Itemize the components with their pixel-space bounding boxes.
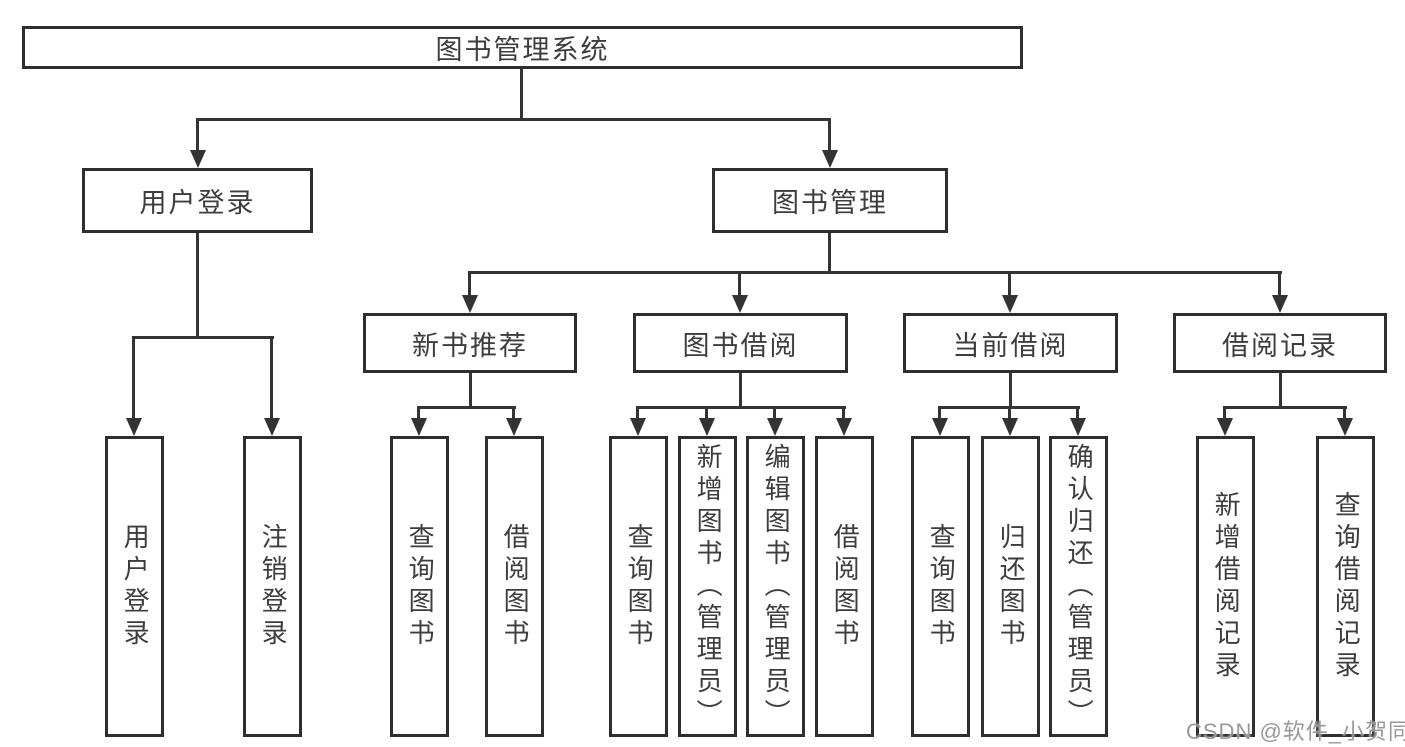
leaf-bb-query-books: 查询图书 bbox=[609, 436, 668, 737]
csdn-watermark: CSDN @软件_小贺同学 bbox=[1186, 719, 1405, 744]
leaf-bb-add-books-admin-label: 新增图书（管理员） bbox=[693, 442, 724, 731]
leaf-br-add-record: 新增借阅记录 bbox=[1196, 436, 1255, 737]
leaf-user-login: 用户登录 bbox=[105, 436, 164, 737]
arrow-down-icon bbox=[1337, 406, 1353, 436]
node-user-login-label: 用户登录 bbox=[139, 188, 256, 218]
arrow-down-icon bbox=[1272, 271, 1288, 313]
connector-bookborrow-stem bbox=[739, 373, 742, 409]
node-current-borrow: 当前借阅 bbox=[903, 313, 1118, 373]
node-root: 图书管理系统 bbox=[22, 26, 1023, 69]
leaf-bb-borrow-books-label: 借阅图书 bbox=[830, 522, 861, 651]
leaf-bb-add-books-admin: 新增图书（管理员） bbox=[678, 436, 737, 737]
node-borrow-records-label: 借阅记录 bbox=[1222, 330, 1338, 361]
node-user-login: 用户登录 bbox=[82, 168, 313, 233]
arrow-down-icon bbox=[836, 406, 852, 436]
leaf-cb-confirm-return-admin: 确认归还（管理员） bbox=[1049, 436, 1108, 737]
connector-newbook-bar bbox=[417, 406, 516, 409]
leaf-bb-borrow-books: 借阅图书 bbox=[815, 436, 874, 737]
leaf-cb-return-books: 归还图书 bbox=[981, 436, 1040, 737]
leaf-user-login-label: 用户登录 bbox=[120, 522, 151, 651]
leaf-nb-borrow-books: 借阅图书 bbox=[485, 436, 544, 737]
leaf-cb-confirm-return-admin-label: 确认归还（管理员） bbox=[1064, 442, 1095, 731]
node-book-borrow: 图书借阅 bbox=[633, 313, 848, 373]
arrow-down-icon bbox=[1002, 406, 1018, 436]
leaf-cb-return-books-label: 归还图书 bbox=[996, 522, 1027, 651]
node-current-borrow-label: 当前借阅 bbox=[952, 330, 1069, 361]
node-borrow-records: 借阅记录 bbox=[1173, 313, 1387, 373]
leaf-nb-query-books-label: 查询图书 bbox=[405, 522, 436, 651]
connector-login-bar bbox=[133, 336, 274, 339]
arrow-down-icon bbox=[1217, 406, 1233, 436]
leaf-br-query-record-label: 查询借阅记录 bbox=[1331, 490, 1362, 683]
arrow-down-icon bbox=[932, 406, 948, 436]
leaf-logout: 注销登录 bbox=[243, 436, 302, 737]
leaf-br-add-record-label: 新增借阅记录 bbox=[1211, 490, 1242, 683]
connector-root-stem bbox=[520, 68, 523, 121]
leaf-br-query-record: 查询借阅记录 bbox=[1316, 436, 1375, 737]
connector-records-bar bbox=[1223, 406, 1347, 409]
leaf-bb-query-books-label: 查询图书 bbox=[624, 522, 655, 651]
node-book-borrow-label: 图书借阅 bbox=[682, 330, 799, 361]
arrow-down-icon bbox=[126, 336, 142, 436]
arrow-down-icon bbox=[732, 271, 748, 313]
connector-mgmt-bar bbox=[469, 271, 1282, 274]
arrow-down-icon bbox=[462, 271, 478, 313]
connector-login-stem bbox=[196, 233, 199, 339]
leaf-nb-borrow-books-label: 借阅图书 bbox=[500, 522, 531, 651]
leaf-cb-query-books: 查询图书 bbox=[911, 436, 970, 737]
connector-records-stem bbox=[1279, 373, 1282, 409]
leaf-cb-query-books-label: 查询图书 bbox=[926, 522, 957, 651]
connector-newbook-stem bbox=[469, 373, 472, 409]
connector-mgmt-stem bbox=[828, 233, 831, 274]
connector-currentborrow-stem bbox=[1009, 373, 1012, 409]
arrow-down-icon bbox=[630, 406, 646, 436]
node-book-management-label: 图书管理 bbox=[772, 188, 888, 218]
arrow-down-icon bbox=[264, 336, 280, 436]
node-root-label: 图书管理系统 bbox=[435, 35, 610, 65]
leaf-nb-query-books: 查询图书 bbox=[390, 436, 449, 737]
arrow-down-icon bbox=[767, 406, 783, 436]
arrow-down-icon bbox=[699, 406, 715, 436]
arrow-down-icon bbox=[190, 118, 206, 168]
node-book-management: 图书管理 bbox=[712, 168, 948, 233]
connector-root-bar bbox=[197, 118, 831, 121]
connector-bookborrow-bar bbox=[636, 406, 846, 409]
arrow-down-icon bbox=[822, 118, 838, 168]
arrow-down-icon bbox=[1070, 406, 1086, 436]
node-new-book-recommend-label: 新书推荐 bbox=[412, 330, 528, 361]
node-new-book-recommend: 新书推荐 bbox=[363, 313, 577, 373]
arrow-down-icon bbox=[506, 406, 522, 436]
arrow-down-icon bbox=[1002, 271, 1018, 313]
arrow-down-icon bbox=[411, 406, 427, 436]
leaf-bb-edit-books-admin-label: 编辑图书（管理员） bbox=[761, 442, 792, 731]
leaf-bb-edit-books-admin: 编辑图书（管理员） bbox=[746, 436, 805, 737]
leaf-logout-label: 注销登录 bbox=[258, 522, 289, 651]
